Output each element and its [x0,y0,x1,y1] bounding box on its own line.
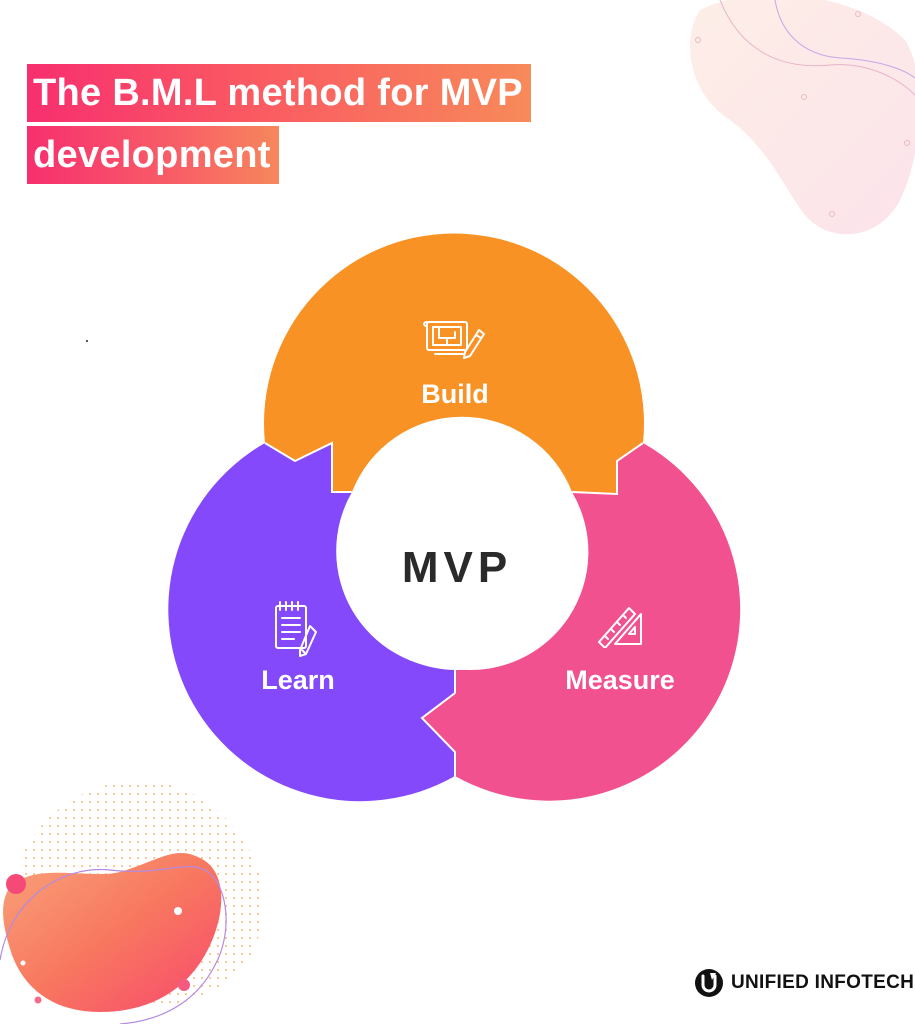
measure-segment [422,443,741,801]
notepad-pencil-icon [275,601,317,657]
top-right-wave-line-2 [774,0,915,79]
mvp-center-label: MVP [401,543,513,592]
brand-name: UNIFIED INFOTECH [731,972,915,993]
build-label: Build [421,379,489,409]
ruler-triangle-icon [598,607,642,648]
bottom-left-outline [0,866,227,1024]
learn-segment [168,443,456,802]
title-line-1: The B.M.L method for MVP [27,64,531,122]
bottom-left-blob [3,852,222,1012]
center-circle [340,436,574,670]
brand-logo: UNIFIED INFOTECH [694,968,914,998]
stray-dot [86,340,88,342]
top-right-wave-line [719,0,915,96]
measure-label: Measure [565,665,675,695]
unified-infotech-logo-icon [695,969,723,997]
learn-label: Learn [261,665,335,695]
blueprint-pencil-icon [423,321,485,359]
top-right-blob [690,0,915,235]
title-line-2: development [27,126,279,184]
build-segment [264,233,644,495]
